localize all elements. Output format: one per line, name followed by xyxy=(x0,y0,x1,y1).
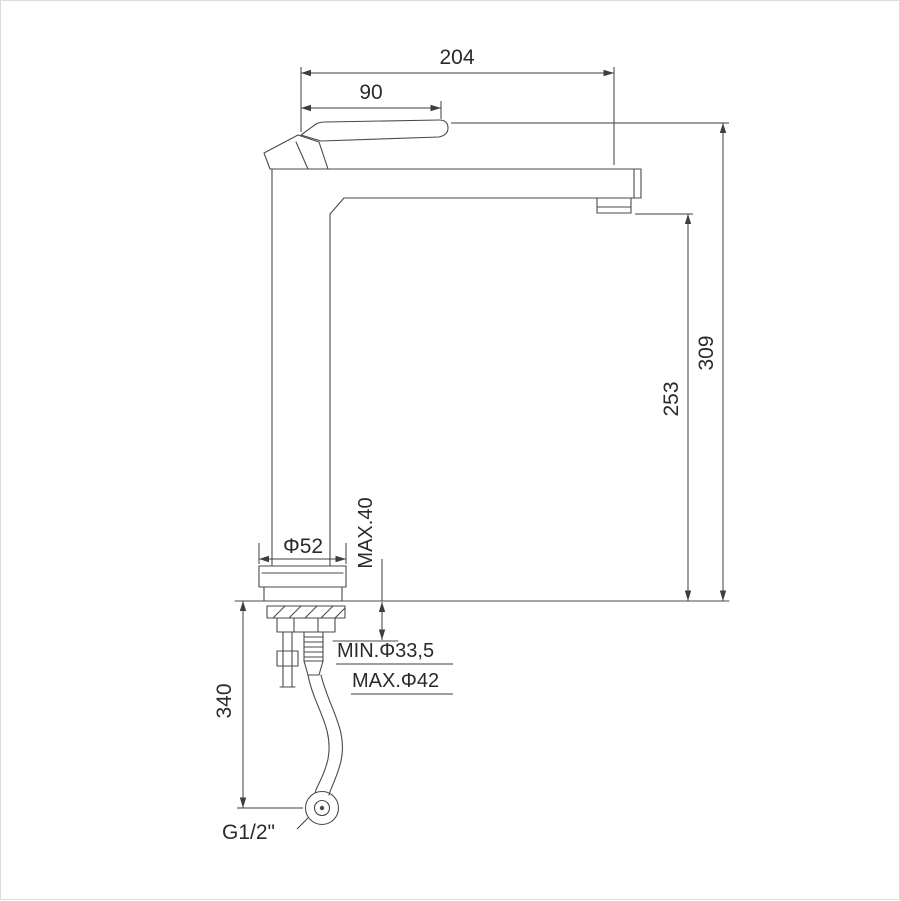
min-hole-diameter-label: MIN.Φ33,5 xyxy=(337,640,434,662)
base-flange xyxy=(258,565,347,588)
max-hole-diameter-label: MAX.Φ42 xyxy=(352,670,439,692)
spout-chamfer xyxy=(329,197,345,215)
dim-253-label: 253 xyxy=(660,381,683,416)
fitting-inner-ring xyxy=(313,799,331,817)
dimension-labels: 204 90 309 253 340 Φ52 MAX.40 MIN.Φ33,5 … xyxy=(213,46,718,844)
max-deck-thickness-label: MAX.40 xyxy=(355,497,377,568)
handle-lever xyxy=(300,119,449,142)
dimension-lines xyxy=(237,67,729,830)
mounting-washer xyxy=(266,605,346,619)
dim-204-label: 204 xyxy=(439,46,474,69)
washer-hatch-1 xyxy=(272,605,286,619)
washer-hatch-5 xyxy=(334,607,346,619)
connection-thread-label: G1/2" xyxy=(222,821,275,844)
stud-nut xyxy=(276,650,299,667)
fitting-center-dot xyxy=(319,805,325,811)
washer-hatch-2 xyxy=(288,605,302,619)
base-diameter-label: Φ52 xyxy=(283,535,323,558)
dim-90-label: 90 xyxy=(359,81,382,104)
handle-stem xyxy=(263,134,329,170)
faucet-outline xyxy=(234,119,730,826)
mounting-nut xyxy=(276,617,336,633)
aerator xyxy=(596,197,632,214)
hose-collar xyxy=(303,660,324,676)
hose-inner-curve xyxy=(320,674,343,796)
leader-thread xyxy=(296,817,309,830)
washer-hatch-3 xyxy=(304,605,318,619)
dim-309-label: 309 xyxy=(695,335,718,370)
fitting-outer-ring xyxy=(304,790,340,826)
washer-hatch-4 xyxy=(320,605,334,619)
dim-340-label: 340 xyxy=(213,683,236,718)
handle-stem-inner-line xyxy=(295,141,309,170)
hose-outer-curve xyxy=(307,674,330,794)
